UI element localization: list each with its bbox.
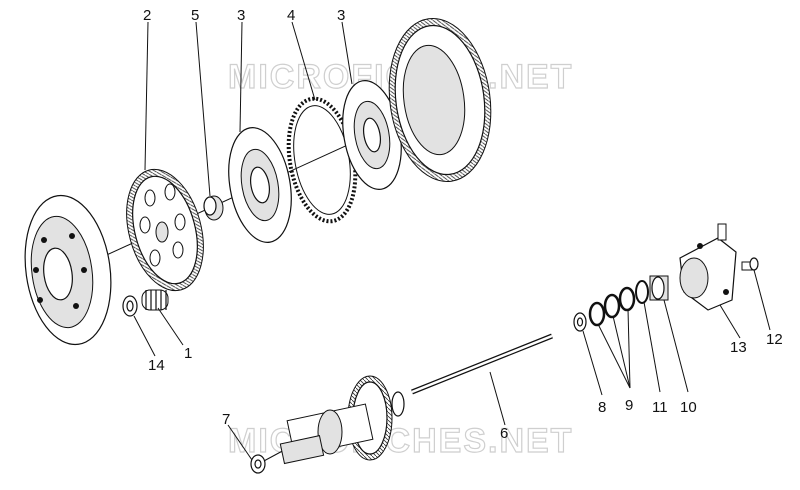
bolt-12 [741, 257, 759, 271]
callout-9: 9 [625, 397, 633, 414]
o-ring-11 [635, 280, 649, 304]
ring-gear [388, 18, 492, 182]
slave-cylinder-13 [679, 223, 737, 311]
seal-rings-9 [588, 286, 636, 327]
watermark-bottom: MICROFICHES.NET [228, 422, 573, 460]
callout-7: 7 [222, 411, 230, 428]
starter-gear-plate-2 [126, 168, 204, 292]
input-shaft [279, 375, 405, 465]
callout-14: 14 [148, 357, 165, 374]
callout-11: 11 [652, 399, 668, 416]
bushing-5 [203, 195, 224, 221]
callout-6: 6 [500, 425, 508, 442]
clutch-disc-3-right [342, 80, 402, 190]
callout-10: 10 [680, 399, 697, 416]
callout-13: 13 [730, 339, 747, 356]
callout-2: 2 [143, 7, 151, 24]
callout-3-right: 3 [337, 7, 345, 24]
callout-3-left: 3 [237, 7, 245, 24]
callout-8: 8 [598, 399, 606, 416]
leader-lines [133, 21, 771, 461]
callout-1: 1 [184, 345, 192, 362]
callout-12: 12 [766, 331, 783, 348]
flywheel-housing [24, 194, 112, 346]
callout-4: 4 [287, 7, 295, 24]
piston-10 [649, 275, 669, 301]
clutch-disc-3-left [228, 127, 292, 243]
spring-1 [141, 289, 169, 311]
callout-5: 5 [191, 7, 199, 24]
